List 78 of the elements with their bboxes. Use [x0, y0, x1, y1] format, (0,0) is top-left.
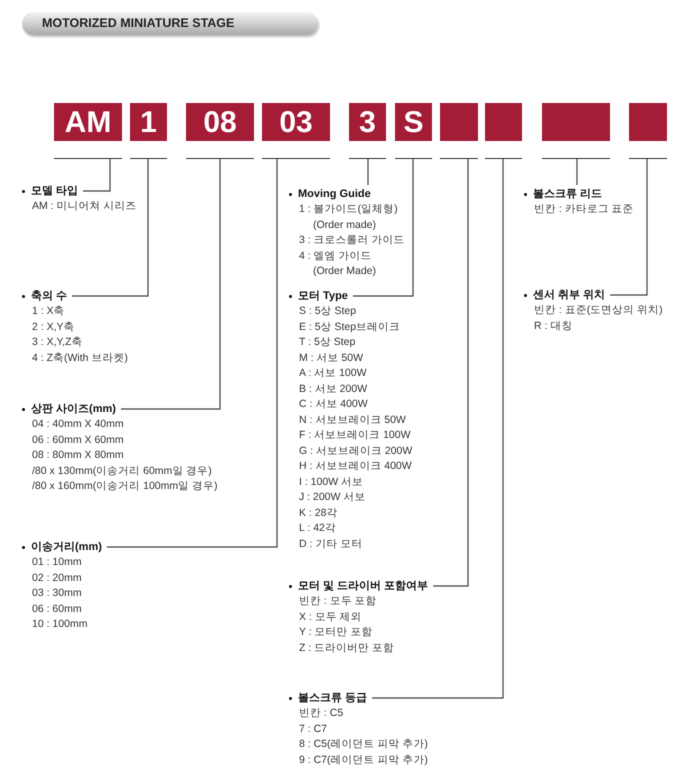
option-text: S : 5상 Step — [299, 304, 358, 319]
leader-line — [106, 159, 278, 548]
option-text: G : 서보브레이크 200W — [299, 444, 412, 458]
blank-code-box — [485, 103, 522, 159]
field-heading: 볼스크류 리드 — [524, 187, 602, 201]
leader-line — [367, 159, 369, 185]
option-text: Y : 모터만 포함 — [299, 625, 374, 640]
code-box: 3 — [349, 103, 386, 159]
leader-line — [372, 159, 504, 699]
leader-line — [120, 159, 221, 410]
blank-code-box — [629, 103, 667, 159]
option-text: N : 서보브레이크 50W — [299, 412, 407, 428]
option-text: B : 서보 200W — [299, 382, 368, 396]
option-text: 4 : 엘엠 가이드 — [299, 248, 373, 264]
option-text: 1 : 볼가이드(일체형) — [299, 202, 399, 217]
field-heading: 볼스크류 등급 — [289, 691, 368, 705]
option-text: A : 서보 100W — [299, 366, 368, 381]
option-text: D : 기타 모터 — [299, 536, 364, 552]
blank-code-box — [440, 103, 478, 159]
option-text: (Order Made) — [312, 264, 378, 279]
option-text: C : 서보 400W — [299, 397, 369, 412]
blank-code-box — [542, 103, 610, 159]
leader-line — [352, 159, 414, 297]
field-heading: Moving Guide — [289, 187, 371, 201]
option-text: /80 x 130mm(이송거리 60mm일 경우) — [32, 464, 213, 478]
field-heading: 이송거리(mm) — [22, 540, 102, 554]
option-text: 빈칸 : 모두 포함 — [299, 594, 378, 609]
option-text: 06 : 60mm — [32, 602, 83, 616]
option-text: 9 : C7(레이던트 피막 추가) — [299, 752, 428, 768]
option-text: 08 : 80mm X 80mm — [32, 448, 125, 463]
code-box: AM — [54, 103, 122, 159]
option-text: M : 서보 50W — [299, 350, 364, 366]
code-box: 1 — [130, 103, 167, 159]
option-text: 2 : X,Y축 — [32, 320, 76, 334]
field-heading: 축의 수 — [22, 289, 68, 303]
option-text: 10 : 100mm — [32, 617, 88, 632]
field-heading: 상판 사이즈(mm) — [22, 402, 116, 416]
option-text: 02 : 20mm — [32, 570, 83, 586]
code-box: S — [395, 103, 432, 159]
title-banner: MOTORIZED MINIATURE STAGE — [22, 12, 318, 35]
option-text: I : 100W 서보 — [299, 474, 364, 490]
leader-line — [433, 159, 469, 587]
option-text: 빈칸 : 표준(도면상의 위치) — [534, 303, 663, 318]
code-box: 03 — [262, 103, 330, 159]
option-text: 빈칸 : 카타로그 표준 — [534, 202, 634, 217]
option-text: 1 : X축 — [32, 304, 66, 319]
option-text: X : 모두 제외 — [299, 610, 363, 624]
option-text: 06 : 60mm X 60mm — [32, 432, 125, 448]
option-text: 8 : C5(레이던트 피막 추가) — [299, 737, 428, 752]
option-text: T : 5상 Step — [299, 335, 356, 350]
option-text: 3 : 크로스롤러 가이드 — [299, 233, 405, 248]
option-text: (Order made) — [312, 218, 378, 232]
option-text: 04 : 40mm X 40mm — [32, 417, 125, 432]
option-text: K : 28각 — [299, 506, 338, 520]
option-text: 01 : 10mm — [32, 555, 83, 570]
leader-line — [610, 159, 648, 296]
code-box: 08 — [186, 103, 254, 159]
field-heading: 모터 Type — [289, 289, 348, 303]
option-text: Z : 드라이버만 포함 — [299, 640, 394, 656]
field-heading: 모터 및 드라이버 포함여부 — [289, 579, 428, 593]
option-text: R : 대칭 — [534, 318, 574, 334]
option-text: 03 : 30mm — [32, 586, 83, 601]
option-text: /80 x 160mm(이송거리 100mm일 경우) — [32, 479, 218, 494]
option-text: F : 서보브레이크 100W — [299, 428, 412, 443]
option-text: 4 : Z축(With 브라켓) — [32, 350, 128, 366]
option-text: H : 서보브레이크 400W — [299, 459, 412, 474]
field-heading: 센서 취부 위치 — [524, 288, 606, 302]
field-heading: 모델 타입 — [22, 184, 78, 198]
option-text: 3 : X,Y,Z축 — [32, 335, 84, 350]
option-text: E : 5상 Step브레이크 — [299, 320, 402, 334]
option-text: L : 42각 — [299, 521, 337, 536]
leader-line — [576, 159, 578, 185]
option-text: J : 200W 서보 — [299, 490, 366, 505]
option-text: 빈칸 : C5 — [299, 706, 344, 721]
leader-line — [83, 159, 111, 192]
option-text: 7 : C7 — [299, 722, 328, 736]
option-text: AM : 미니어쳐 시리즈 — [32, 199, 136, 214]
leader-line — [72, 159, 149, 297]
